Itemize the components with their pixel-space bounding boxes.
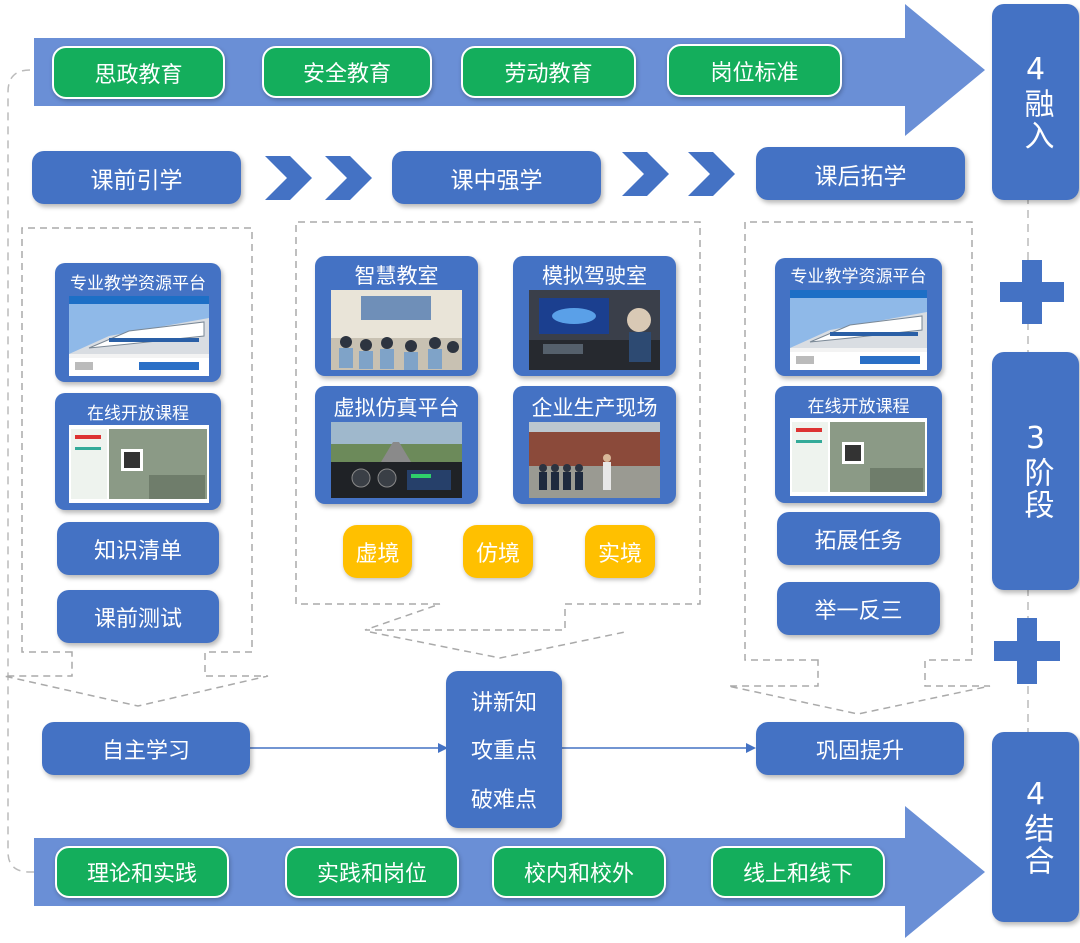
chevron-icon — [622, 152, 669, 196]
virtual-sim-card: 虚拟仿真平台 — [315, 386, 478, 504]
card-title: 专业教学资源平台 — [70, 274, 206, 294]
pre-resource-platform-card: 专业教学资源平台 — [55, 263, 221, 382]
card-title: 智慧教室 — [354, 264, 439, 288]
post-resource-platform-card: 专业教学资源平台 — [775, 258, 942, 376]
stage-label: 融入 — [1018, 88, 1054, 152]
phase-pre-class: 课前引学 — [32, 151, 241, 204]
phase-post-class: 课后拓学 — [756, 147, 965, 200]
flow-new-knowledge: 讲新知 — [470, 691, 537, 717]
plus-icon — [994, 618, 1060, 684]
bottom-item-campus-inside-outside: 校内和校外 — [492, 846, 666, 898]
stage-number: 4 — [1025, 777, 1046, 812]
arrow-head-icon — [746, 743, 756, 753]
flow-difficult-points: 破难点 — [470, 787, 537, 813]
card-title: 在线开放课程 — [87, 404, 189, 424]
phase-in-class: 课中强学 — [392, 151, 601, 204]
bottom-item-online-offline: 线上和线下 — [711, 846, 885, 898]
stage-label: 结合 — [1018, 813, 1054, 877]
card-title: 专业教学资源平台 — [790, 267, 927, 287]
in-class-dashed-frame — [295, 221, 701, 631]
bottom-item-theory-practice: 理论和实践 — [55, 846, 229, 898]
smart-classroom-card: 智慧教室 — [315, 256, 478, 376]
card-title: 企业生产现场 — [531, 396, 658, 420]
simulated-cab-card: 模拟驾驶室 — [513, 256, 676, 376]
stage-label: 阶段 — [1018, 457, 1054, 521]
course-screenshot-image — [790, 418, 927, 496]
tag-real: 实境 — [585, 525, 655, 578]
top-item-post-standard: 岗位标准 — [667, 44, 842, 97]
arrow-head-icon — [438, 743, 448, 753]
stage-fusion: 4 融入 — [992, 4, 1079, 200]
classroom-photo-image — [331, 290, 462, 370]
chevron-icon — [265, 156, 312, 200]
card-title: 在线开放课程 — [807, 397, 910, 417]
card-title: 模拟驾驶室 — [542, 264, 647, 288]
website-screenshot-image — [790, 290, 927, 370]
card-title: 虚拟仿真平台 — [333, 396, 460, 420]
tag-virtual: 虚境 — [343, 525, 412, 578]
post-extension-task: 拓展任务 — [777, 512, 940, 565]
website-screenshot-image — [69, 296, 209, 376]
flow-key-points: 攻重点 — [470, 739, 537, 765]
cab-photo-image — [529, 290, 660, 370]
pre-knowledge-list: 知识清单 — [57, 522, 219, 575]
stage-combine: 4 结合 — [992, 732, 1079, 922]
enterprise-site-card: 企业生产现场 — [513, 386, 676, 504]
post-apply-knowledge: 举一反三 — [777, 582, 940, 635]
chevron-icon — [688, 152, 735, 196]
stage-number: 3 — [1025, 421, 1046, 456]
tag-simulated: 仿境 — [463, 525, 533, 578]
flow-in-class-core: 讲新知 攻重点 破难点 — [446, 671, 562, 828]
course-screenshot-image — [69, 425, 209, 503]
stage-number: 4 — [1025, 52, 1046, 87]
site-photo-image — [529, 422, 660, 498]
flow-consolidate: 巩固提升 — [756, 722, 964, 775]
top-item-ideology: 思政教育 — [52, 46, 225, 99]
pre-class-test: 课前测试 — [57, 590, 219, 643]
sim-screenshot-image — [331, 422, 462, 498]
pre-open-course-card: 在线开放课程 — [55, 393, 221, 510]
plus-icon — [1000, 260, 1064, 324]
top-item-labor: 劳动教育 — [461, 46, 636, 98]
post-open-course-card: 在线开放课程 — [775, 386, 942, 503]
top-item-safety: 安全教育 — [262, 46, 432, 98]
stage-phases: 3 阶段 — [992, 352, 1079, 590]
flow-self-study: 自主学习 — [42, 722, 250, 775]
chevron-icon — [325, 156, 372, 200]
post-class-dashed-frame — [727, 221, 991, 715]
bottom-item-practice-post: 实践和岗位 — [285, 846, 459, 898]
